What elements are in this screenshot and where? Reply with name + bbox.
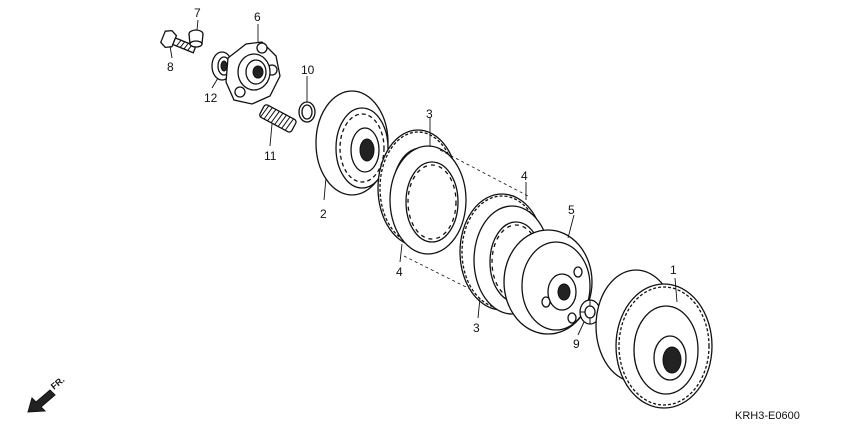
callout-part-4-lower: 4: [396, 265, 403, 279]
circlip-part-10: [298, 101, 316, 123]
callout-part-10: 10: [301, 63, 315, 77]
clutch-plate-part-4-upper: [389, 145, 467, 255]
callout-part-5: 5: [568, 203, 575, 217]
callout-part-3-lower: 3: [473, 321, 480, 335]
callout-part-1: 1: [670, 263, 677, 277]
callout-part-4-upper: 4: [521, 169, 528, 183]
clutch-center-part-5: [503, 229, 593, 335]
lifter-plate-part-6: [225, 41, 281, 105]
callout-part-3-upper: 3: [426, 107, 433, 121]
lock-washer-part-9: [579, 299, 601, 325]
spring-part-11: [259, 104, 297, 133]
front-direction-label: FR.: [49, 375, 67, 392]
callout-part-12: 12: [204, 91, 218, 105]
callout-part-2: 2: [320, 207, 327, 221]
pin-part-7: [188, 29, 204, 48]
leader-lines: [169, 19, 678, 336]
callout-part-8: 8: [167, 60, 174, 74]
callout-part-6: 6: [254, 10, 261, 24]
assembly-dashed-lines: [403, 149, 529, 301]
diagram-code: KRH3-E0600: [735, 410, 800, 422]
clutch-outer-part-1: [595, 269, 713, 409]
callout-part-9: 9: [573, 337, 580, 351]
callout-part-7: 7: [194, 6, 201, 20]
front-direction-arrow: FR.: [27, 375, 67, 413]
pressure-plate-part-2: [315, 90, 389, 196]
callout-part-11: 11: [264, 149, 277, 163]
bolt-part-8: [160, 29, 197, 54]
